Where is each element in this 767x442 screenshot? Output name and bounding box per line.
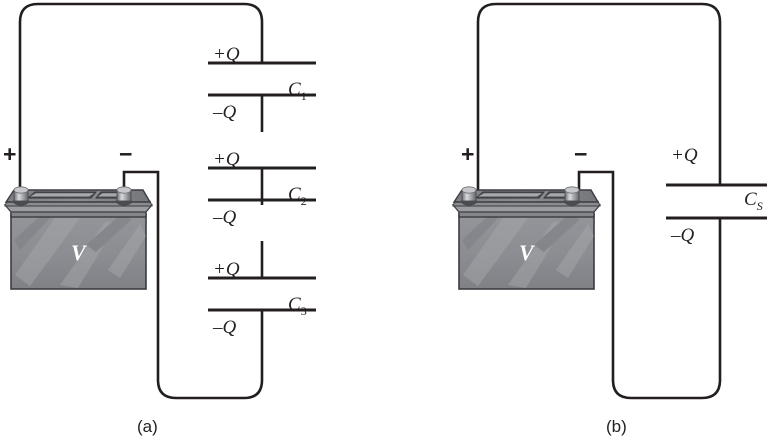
capacitor-label-c3: C3 bbox=[288, 294, 307, 318]
battery-a-minus-sign: − bbox=[119, 141, 133, 167]
panel-a-plates bbox=[208, 61, 316, 312]
charge-label-c3-top: +Q bbox=[213, 259, 240, 280]
charge-label-cs-top: +Q bbox=[671, 145, 698, 166]
capacitor-label-c1: C1 bbox=[288, 79, 307, 103]
battery-a-plus-sign: + bbox=[3, 141, 17, 167]
battery-b-plus-sign: + bbox=[461, 141, 475, 167]
panel-a-wires bbox=[18, 2, 264, 400]
charge-label-c2-top: +Q bbox=[213, 149, 240, 170]
charge-label-c1-bottom: –Q bbox=[213, 102, 237, 123]
charge-label-c2-bottom: –Q bbox=[213, 207, 237, 228]
battery-b-minus-sign: − bbox=[574, 141, 588, 167]
wire-b-negative-return bbox=[577, 170, 722, 400]
capacitor-label-c2: C2 bbox=[288, 184, 307, 208]
wire-b-positive-top bbox=[476, 2, 722, 201]
wire-a-positive-top bbox=[18, 2, 264, 201]
panel-b-wires bbox=[476, 2, 722, 400]
battery-a-voltage-label: V bbox=[71, 240, 86, 265]
capacitor-label-cs: CS bbox=[744, 189, 763, 213]
wire-a-negative-return bbox=[122, 170, 264, 400]
battery-b bbox=[451, 186, 602, 290]
charge-label-c1-top: +Q bbox=[213, 44, 240, 65]
battery-b-voltage-label: V bbox=[519, 240, 534, 265]
charge-label-c3-bottom: –Q bbox=[213, 317, 237, 338]
panel-a-caption: (a) bbox=[137, 417, 158, 436]
charge-label-cs-bottom: –Q bbox=[671, 225, 695, 246]
panel-b-plates bbox=[666, 183, 767, 220]
panel-b-caption: (b) bbox=[606, 417, 627, 436]
battery-a bbox=[3, 186, 154, 290]
